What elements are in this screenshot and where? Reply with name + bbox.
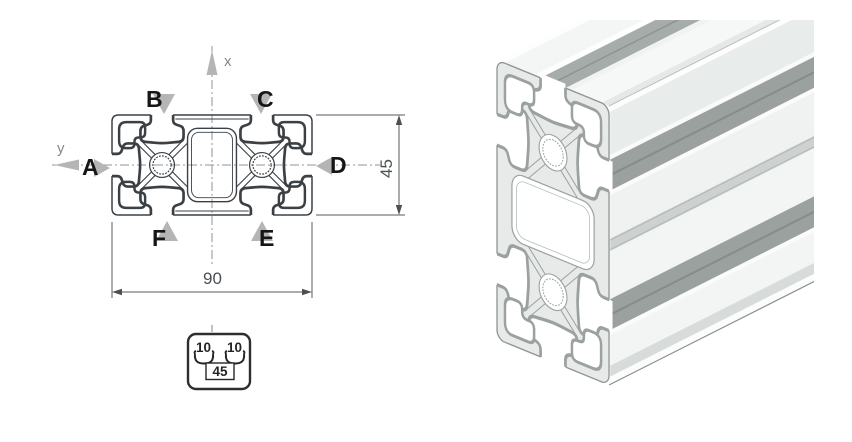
screw-channel-cut-upper [539,130,567,176]
screw-channel-cut-lower [539,269,567,315]
render-top-face [497,20,780,106]
slot-label-e: E [259,225,274,251]
dim-width-arrow-left [112,288,122,296]
slot-e-arrow [251,221,273,241]
dim-height-text: 45 [377,159,396,178]
dimension-height [316,114,405,216]
module-joint-groove [609,135,814,252]
axis-x: x [206,50,232,75]
slot-label-d: D [330,152,347,178]
render-end-face [493,54,613,390]
slot-c-arrow [250,94,272,114]
center-cavity-cut [512,172,594,274]
axis-x-label: x [224,53,232,70]
axis-y-arrow [54,159,79,171]
icon-series-frame [205,362,235,381]
profile-outline [112,115,312,215]
dim-width-arrow-right [302,288,312,296]
axis-x-arrow [206,50,218,75]
slot-label-a: A [82,154,99,180]
center-cavity [188,128,237,201]
slot-label-c: C [257,86,274,112]
icon-slot-size-left: 10 [196,340,211,355]
icon-slot-size-right: 10 [227,340,242,355]
axis-y: y [54,140,79,171]
dim-height-arrow-top [395,115,403,125]
profile-3d-render [493,20,814,390]
cross-section-drawing: x y [52,46,405,391]
dimension-width [111,222,313,298]
icon-series-label: 45 [213,364,229,379]
slot-label-f: F [152,225,166,251]
slot-a-arrow [94,159,110,177]
dim-height-arrow-bottom [395,205,403,215]
slot-markers [94,94,332,241]
t-slot-groove-top [540,20,701,89]
dim-width-text: 90 [203,269,222,288]
slot-label-b: B [146,86,163,112]
slot-d-arrow [316,157,332,175]
slot-f-arrow [156,221,178,241]
render-bottom-edge [608,280,814,386]
render-front-face [607,20,814,386]
size-icon-box: 10 10 45 [186,325,252,391]
axis-y-label: y [57,140,65,157]
slot-b-arrow [153,94,175,114]
